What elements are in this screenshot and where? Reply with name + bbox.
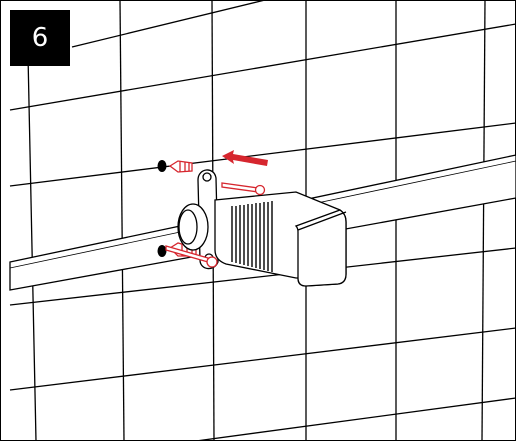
step-number-badge: 6 (10, 10, 70, 66)
screw-icon (221, 182, 266, 196)
wall-plug-icon (168, 160, 193, 173)
step-number: 6 (31, 23, 49, 53)
wall-tile-grid (9, 0, 516, 441)
drill-hole-icon (157, 160, 167, 172)
drill-hole-icon (157, 245, 167, 257)
tube-collar (177, 203, 209, 251)
screw-icon (165, 245, 218, 268)
arrow-left-icon (222, 150, 268, 166)
heater-fins (231, 201, 273, 272)
